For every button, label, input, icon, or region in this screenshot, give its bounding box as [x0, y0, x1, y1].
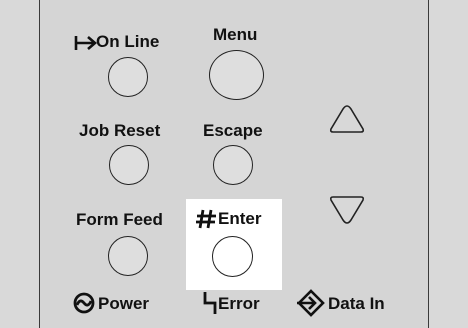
panel-left-edge — [0, 0, 40, 328]
job-reset-label: Job Reset — [79, 121, 161, 140]
escape-label: Escape — [203, 121, 263, 140]
up-arrow-icon[interactable] — [328, 103, 366, 135]
on-line-label: On Line — [96, 32, 160, 51]
form-feed-label: Form Feed — [76, 210, 163, 229]
on-line-button[interactable] — [108, 57, 148, 97]
menu-label: Menu — [213, 25, 258, 44]
hash-icon — [196, 209, 216, 229]
on-line-icon — [74, 36, 97, 50]
form-feed-button[interactable] — [108, 236, 148, 276]
panel-right-edge — [428, 0, 468, 328]
power-label: Power — [98, 294, 150, 313]
job-reset-button[interactable] — [109, 145, 149, 185]
power-icon — [73, 292, 95, 314]
menu-button[interactable] — [209, 50, 264, 100]
escape-button[interactable] — [213, 145, 253, 185]
down-arrow-icon[interactable] — [328, 194, 366, 226]
data-in-label: Data In — [328, 294, 385, 313]
error-label: Error — [218, 294, 260, 313]
enter-label: Enter — [218, 209, 262, 228]
enter-button[interactable] — [212, 236, 253, 277]
data-in-icon — [297, 289, 325, 317]
error-icon — [203, 292, 217, 314]
